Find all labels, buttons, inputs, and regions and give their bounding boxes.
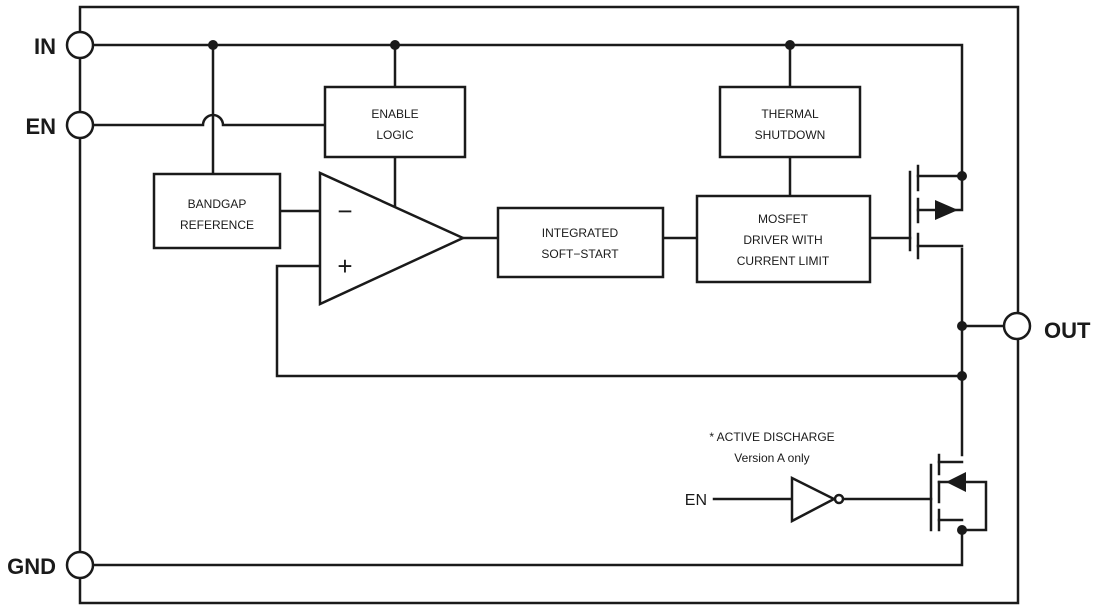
pass-mosfet-symbol [908, 164, 964, 260]
discharge-mosfet-symbol [929, 453, 988, 532]
in-pin [65, 30, 95, 60]
driver-label-line1: MOSFET [758, 212, 809, 226]
soft-start-label-line2: SOFT−START [541, 247, 619, 261]
amplifier-inverting-symbol: − [337, 196, 352, 226]
chip-outline [78, 5, 1020, 605]
out-pin-label: OUT [1044, 318, 1091, 343]
discharge-en-label: EN [685, 492, 707, 509]
soft-start-label-line1: INTEGRATED [542, 226, 619, 240]
thermal-label-line1: THERMAL [761, 107, 819, 121]
bandgap-label-line2: REFERENCE [180, 218, 254, 232]
gnd-pin-label: GND [7, 554, 56, 579]
enable-logic-label-line1: ENABLE [371, 107, 418, 121]
wires [91, 43, 1006, 567]
version-a-note: Version A only [734, 451, 809, 465]
discharge-inverter [790, 475, 837, 524]
out-pin [1002, 311, 1032, 341]
driver-label-line3: CURRENT LIMIT [737, 254, 830, 268]
active-discharge-note: * ACTIVE DISCHARGE [709, 430, 834, 444]
bandgap-label-line1: BANDGAP [188, 197, 247, 211]
gnd-pin [65, 550, 95, 580]
amplifier-non-inverting-symbol: + [337, 251, 352, 281]
enable-logic-label-line2: LOGIC [376, 128, 414, 142]
integrated-soft-start-block [496, 206, 665, 279]
inverter-bubble [833, 493, 845, 505]
error-amplifier [318, 171, 467, 306]
in-pin-label: IN [34, 34, 56, 59]
driver-label-line2: DRIVER WITH [743, 233, 822, 247]
bandgap-reference-block [152, 172, 282, 250]
en-pin-label: EN [25, 114, 56, 139]
discharge-mosfet-arrow [946, 472, 966, 492]
thermal-label-line2: SHUTDOWN [755, 128, 826, 142]
mosfet-driver-block [695, 194, 872, 284]
enable-logic-block [323, 85, 467, 159]
pass-mosfet-arrow [935, 200, 958, 220]
thermal-shutdown-block [718, 85, 862, 159]
en-pin [65, 110, 95, 140]
junction-dots [208, 40, 967, 535]
